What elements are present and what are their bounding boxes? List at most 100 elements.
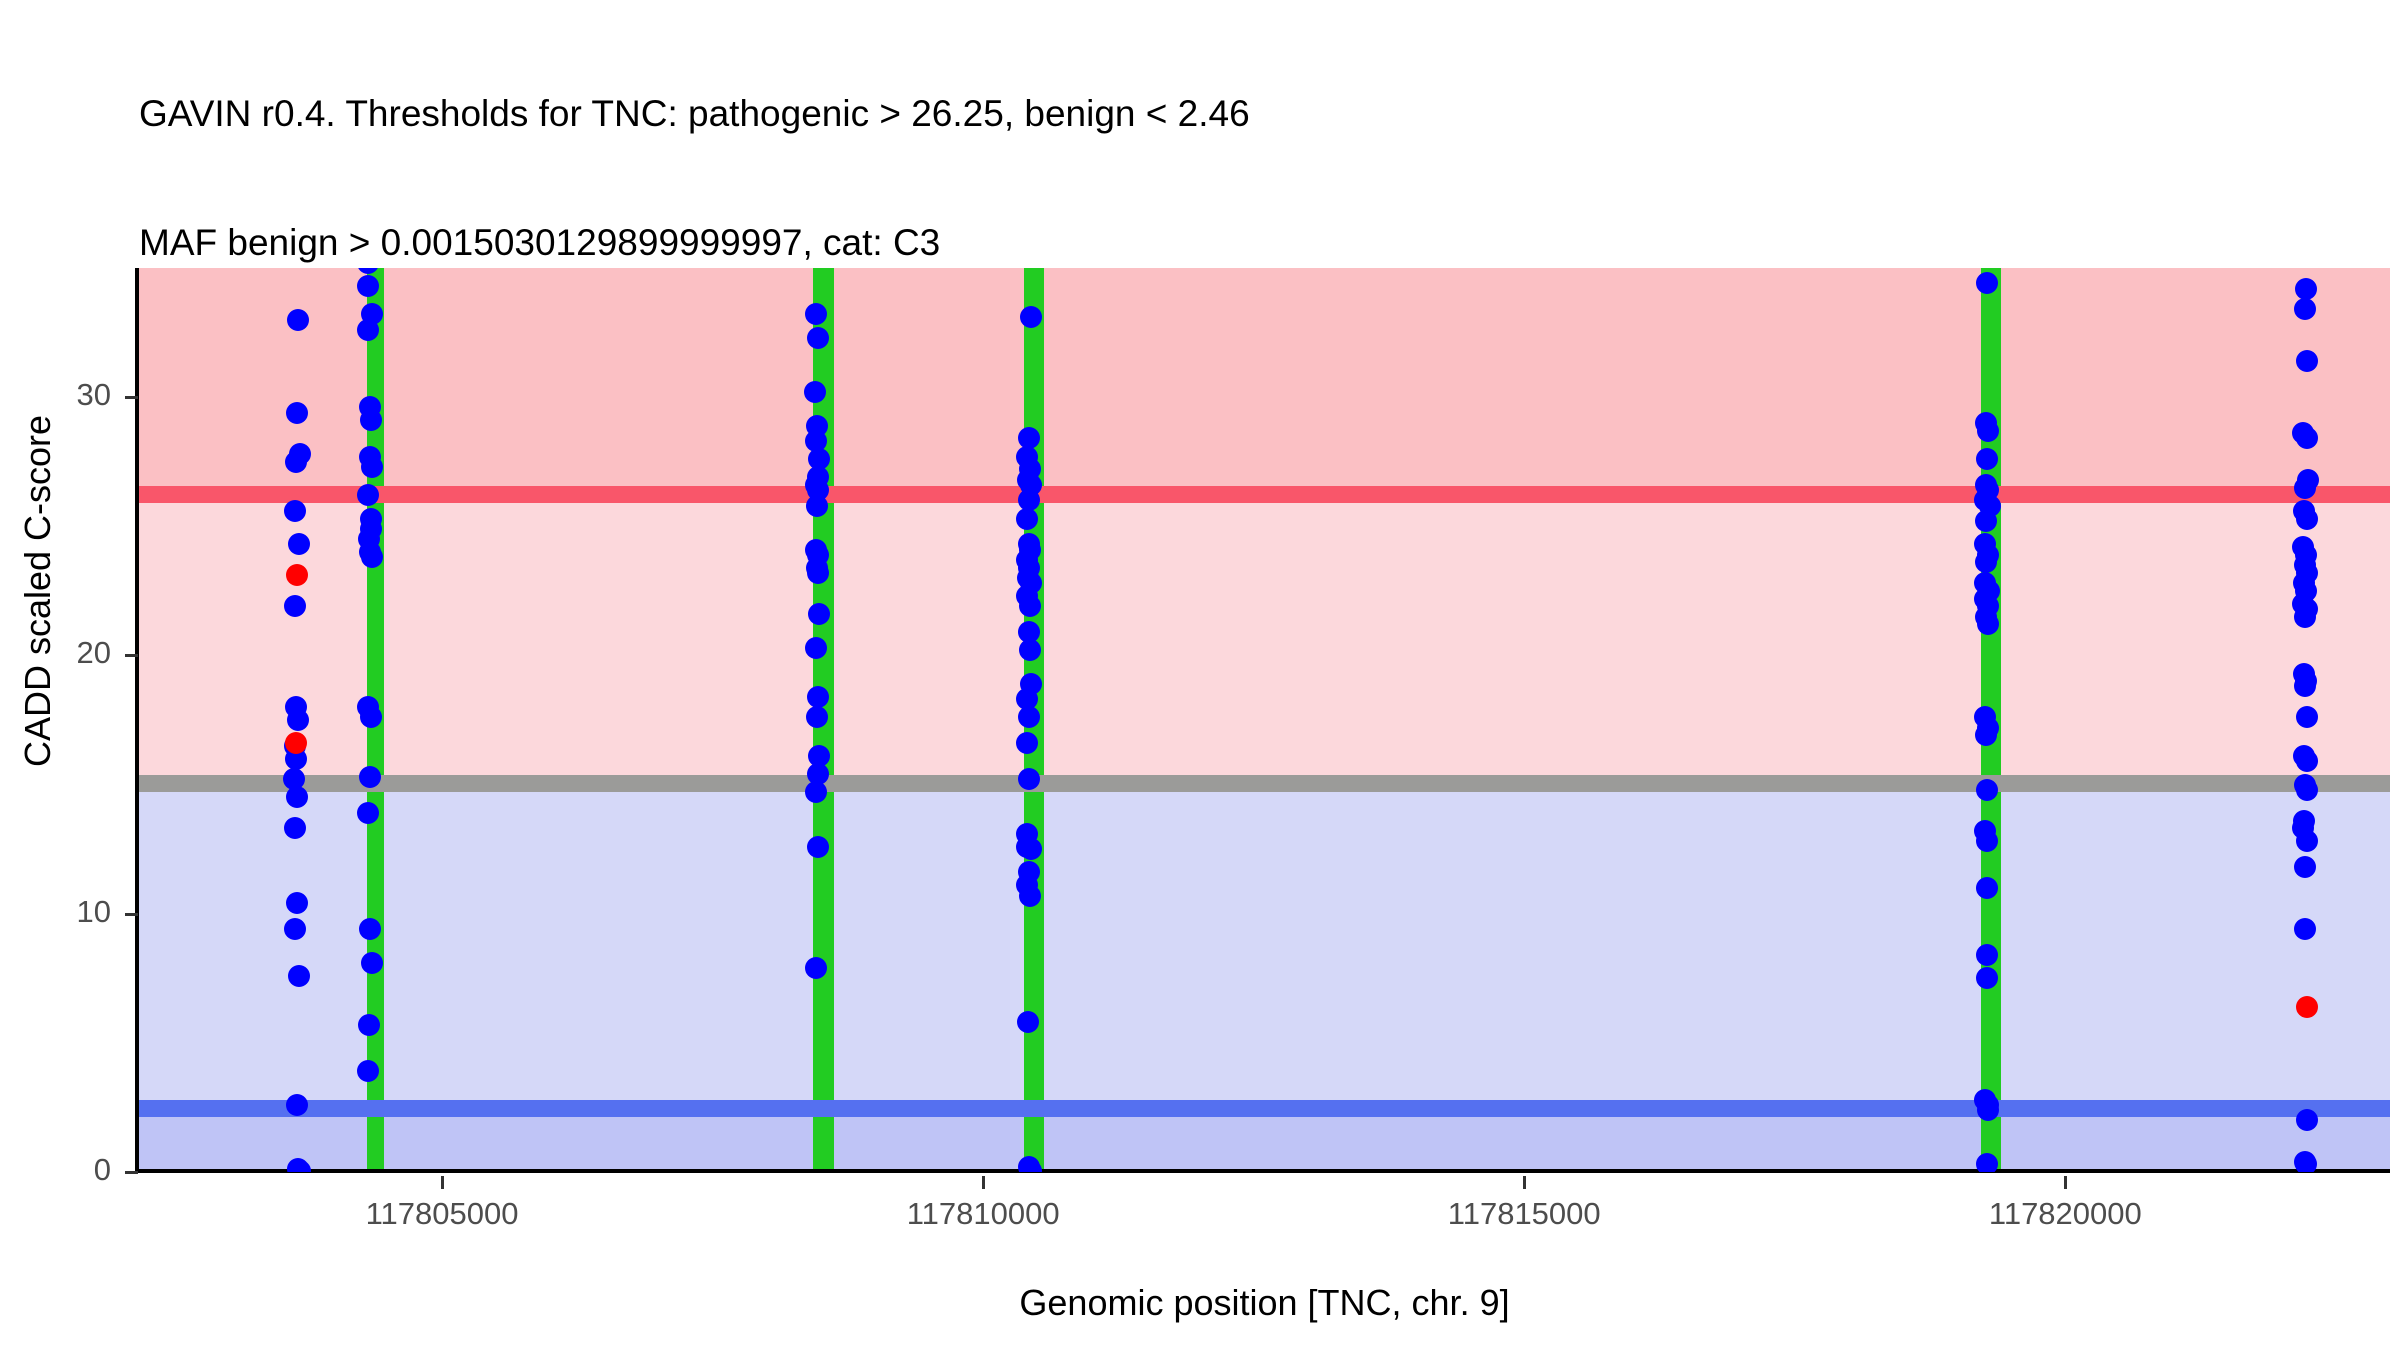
data-point <box>806 706 828 729</box>
data-point <box>807 685 830 708</box>
data-point <box>359 765 382 788</box>
data-point <box>1976 1153 1999 1172</box>
x-tick-label: 117805000 <box>365 1196 519 1231</box>
data-point <box>804 430 827 453</box>
title-line-1: GAVIN r0.4. Thresholds for TNC: pathogen… <box>139 93 1250 134</box>
data-point <box>283 595 306 618</box>
data-point <box>283 499 306 522</box>
data-point <box>282 768 305 791</box>
data-point <box>360 706 383 729</box>
data-point <box>358 918 381 941</box>
data-point <box>286 564 308 587</box>
data-point <box>1975 876 1998 899</box>
data-point <box>2296 706 2319 729</box>
x-axis-title: Genomic position [TNC, chr. 9] <box>1019 1282 1510 1323</box>
data-point <box>283 918 306 941</box>
data-point <box>807 603 830 626</box>
data-point <box>1017 1011 1040 1034</box>
data-point <box>1977 419 2000 442</box>
data-point <box>1018 621 1041 644</box>
data-point <box>804 781 827 804</box>
y-tick <box>125 912 138 916</box>
y-tick <box>125 396 138 400</box>
data-point <box>1018 595 1041 618</box>
data-point <box>1976 272 1999 295</box>
data-point <box>1976 1099 1999 1121</box>
x-tick <box>2064 1176 2068 1189</box>
data-point <box>806 763 829 786</box>
data-point <box>1017 427 1040 450</box>
x-tick-label: 117815000 <box>1447 1196 1601 1231</box>
data-point <box>1019 838 1042 861</box>
data-point <box>1018 884 1041 907</box>
data-point <box>288 964 311 987</box>
band-pathogenic <box>139 268 2390 494</box>
data-point <box>360 951 383 974</box>
band-vus-upper <box>139 494 2390 784</box>
data-point <box>288 533 311 556</box>
data-point <box>2294 277 2317 300</box>
data-point <box>807 745 830 768</box>
data-point <box>285 747 308 770</box>
data-point <box>287 308 310 331</box>
data-point <box>2294 918 2317 941</box>
data-point <box>806 835 829 858</box>
y-tick-label: 10 <box>76 893 111 929</box>
x-tick-label: 117810000 <box>906 1196 1060 1231</box>
data-point <box>286 786 308 809</box>
data-point <box>286 1093 308 1116</box>
x-tick <box>982 1176 986 1189</box>
data-point <box>2296 427 2319 450</box>
y-tick-label: 0 <box>93 1152 111 1187</box>
data-point <box>360 546 383 569</box>
data-point <box>804 380 827 403</box>
y-tick <box>125 1171 138 1174</box>
data-point <box>805 303 828 326</box>
data-point <box>1974 510 1997 533</box>
data-point <box>2293 476 2316 499</box>
data-point <box>284 450 307 473</box>
data-point <box>286 892 308 915</box>
y-axis-title: CADD scaled C-score <box>17 414 58 768</box>
data-point <box>360 409 383 432</box>
data-point <box>357 318 380 341</box>
threshold-line-genome-wide-fallback <box>139 775 2390 793</box>
data-point <box>1976 448 1999 471</box>
data-point <box>1016 507 1039 530</box>
data-point <box>2296 830 2319 853</box>
data-point <box>2296 995 2319 1018</box>
threshold-line-pathogenic <box>139 486 2390 503</box>
data-point <box>283 817 306 840</box>
data-point <box>285 732 308 755</box>
data-point <box>805 956 828 979</box>
data-point <box>806 326 829 349</box>
x-tick-label: 117820000 <box>1988 1196 2142 1231</box>
data-point <box>806 561 829 584</box>
data-point <box>1019 306 1042 329</box>
data-point <box>2295 778 2318 801</box>
data-point <box>286 401 308 424</box>
x-tick <box>441 1176 445 1189</box>
data-point <box>2295 1153 2318 1172</box>
data-point <box>289 1159 312 1172</box>
y-axis-line <box>135 268 139 1173</box>
data-point <box>1975 944 1998 967</box>
data-point <box>2295 349 2318 372</box>
data-point <box>1018 489 1041 512</box>
data-point <box>1016 688 1039 711</box>
data-point <box>1975 551 1998 574</box>
data-point <box>1976 778 1999 801</box>
data-point <box>804 636 827 659</box>
title-line-2: MAF benign > 0.0015030129899999997, cat:… <box>139 222 941 263</box>
data-point <box>287 709 310 731</box>
data-point <box>2294 605 2317 628</box>
plot-panel <box>139 268 2390 1172</box>
data-point <box>2294 675 2317 698</box>
data-point <box>357 1013 380 1036</box>
data-point <box>357 801 380 824</box>
band-vus-lower <box>139 783 2390 1109</box>
data-point <box>1018 768 1041 791</box>
x-tick <box>1523 1176 1527 1189</box>
data-point <box>1015 732 1038 755</box>
data-point <box>2295 1109 2318 1132</box>
